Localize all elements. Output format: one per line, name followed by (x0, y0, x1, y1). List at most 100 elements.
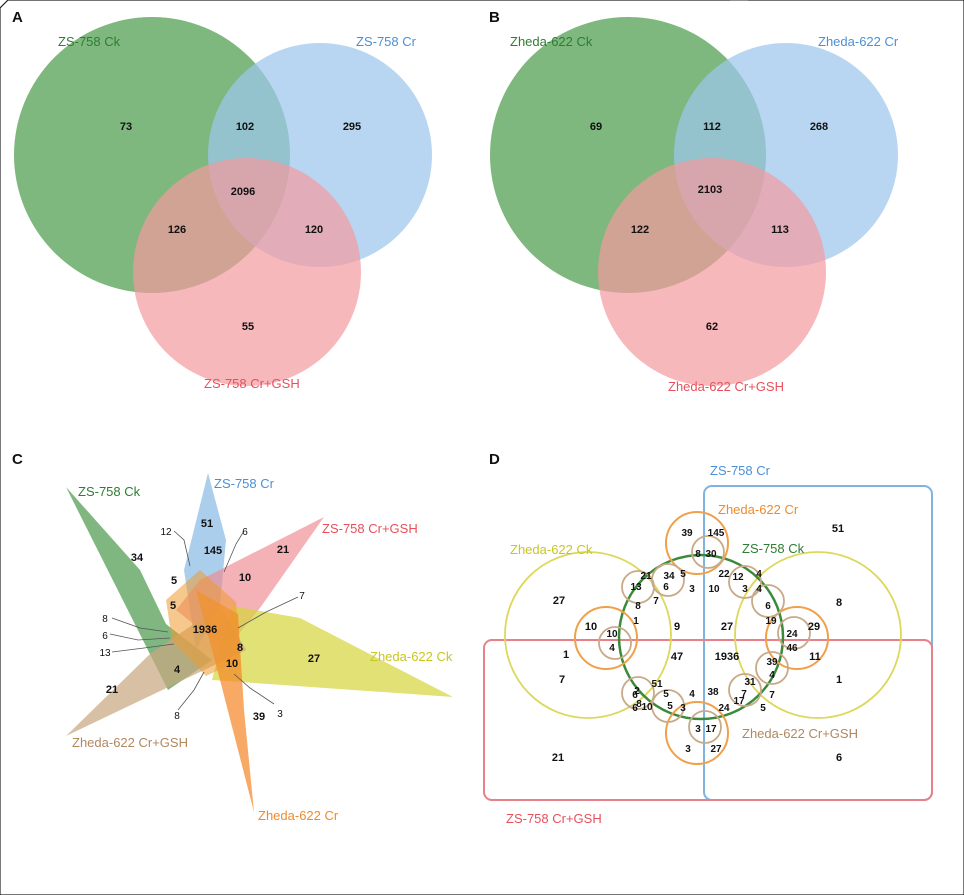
panel-d-orange-circle (665, 701, 729, 765)
panel-b-value-ck-only: 69 (590, 121, 602, 133)
panel-d-number: 46 (786, 643, 798, 654)
panel-d-number: 5 (667, 701, 673, 712)
panel-c-number: 8 (237, 642, 243, 654)
panel-b-value-ck-gsh: 122 (631, 224, 649, 236)
panel-c-number: 39 (253, 711, 265, 723)
panel-b-label-gsh: Zheda-622 Cr+GSH (668, 379, 784, 394)
panel-d-number: 6 (632, 703, 638, 714)
panel-d-number: 8 (636, 699, 642, 710)
panel-c-number: 8 (174, 711, 180, 722)
panel-a-value-cr-only: 295 (343, 121, 361, 133)
panel-c-label-zheda-ck: Zheda-622 Ck (370, 649, 453, 664)
panel-b-circle-gsh (598, 158, 826, 386)
panel-c-number: 21 (277, 544, 289, 556)
panel-d-label-zs-gsh: ZS-758 Cr+GSH (506, 811, 602, 826)
panel-d-number: 10 (585, 621, 597, 633)
panel-a-value-ck-only: 73 (120, 121, 132, 133)
panel-b-value-cr-gsh: 113 (771, 224, 789, 236)
panel-d-number: 1 (836, 674, 842, 686)
panel-a-label-ck: ZS-758 Ck (58, 34, 121, 49)
panel-d-number: 11 (809, 651, 821, 663)
panel-c-label-zheda-gsh: Zheda-622 Cr+GSH (72, 735, 188, 750)
panel-d-number: 21 (640, 571, 652, 582)
panel-d-number: 9 (674, 621, 680, 633)
panel-d-number: 39 (766, 657, 778, 668)
panel-d-orange-circle (665, 511, 729, 575)
panel-c-leader-lines (109, 530, 299, 711)
panel-c-number: 34 (131, 552, 144, 564)
panel-d-number: 7 (741, 689, 747, 700)
panel-c-number: 27 (308, 653, 320, 665)
panel-a-value-all: 2096 (231, 186, 255, 198)
panel-c-number: 10 (239, 572, 251, 584)
panel-d-label-zheda-gsh: Zheda-622 Cr+GSH (742, 726, 858, 741)
panel-d-number: 7 (653, 596, 659, 607)
panel-d-number: 51 (832, 523, 844, 535)
panel-a-label-gsh: ZS-758 Cr+GSH (204, 376, 300, 391)
panel-d-number: 3 (695, 724, 701, 735)
panel-d-number: 10 (708, 584, 720, 595)
panel-b-letter: B (489, 9, 500, 26)
panel-b-value-gsh-only: 62 (706, 321, 718, 333)
panel-d: D ZS-758 Cr Zheda-622 Cr (483, 451, 933, 826)
panel-d-number: 145 (708, 528, 725, 539)
panel-c: C ZS-758 Ck ZS-758 Cr ZS-758 Cr+GSH Zhed… (12, 451, 453, 823)
panel-d-number: 4 (769, 670, 775, 681)
panel-d-orange-circle (574, 606, 638, 670)
panel-b-value-cr-only: 268 (810, 121, 828, 133)
panel-d-tan-circles (598, 535, 811, 744)
panel-b-value-ck-cr: 112 (703, 121, 721, 133)
panel-c-number: 1936 (193, 624, 217, 636)
panel-d-number: 6 (836, 752, 842, 764)
panel-d-rect-zs-cr (703, 485, 933, 801)
panel-d-number: 19 (765, 616, 777, 627)
panel-c-number: 8 (102, 614, 108, 625)
panel-a-value-ck-gsh: 126 (168, 224, 186, 236)
panel-d-number: 4 (609, 643, 615, 654)
panel-c-label-zheda-cr: Zheda-622 Cr (258, 808, 339, 823)
panel-d-number: 3 (680, 703, 686, 714)
panel-c-petal-zheda-cr (196, 590, 254, 812)
panel-a-circle-gsh (133, 158, 361, 386)
panel-d-number: 5 (760, 703, 766, 714)
panel-d-rect-zs-gsh (483, 639, 933, 801)
panel-c-label-zs-cr: ZS-758 Cr (214, 476, 275, 491)
panel-d-number: 27 (553, 595, 565, 607)
panel-d-number: 27 (721, 621, 733, 633)
panel-d-letter: D (489, 451, 500, 468)
panel-d-number: 7 (559, 674, 565, 686)
panel-c-petal-zheda-ck (212, 606, 453, 697)
panel-d-number: 7 (769, 690, 775, 701)
panel-d-number: 3 (685, 744, 691, 755)
panel-b: B Zheda-622 Ck Zheda-622 Cr Zheda-622 Cr… (489, 9, 899, 394)
panel-d-label-zs-cr: ZS-758 Cr (710, 463, 771, 478)
panel-d-number: 17 (733, 696, 745, 707)
panel-d-label-zs-ck: ZS-758 Ck (742, 541, 805, 556)
frame-corner (0, 0, 9, 9)
panel-d-number: 8 (695, 549, 701, 560)
panel-d-orange-circle (765, 606, 829, 670)
panel-d-number: 47 (671, 651, 683, 663)
panel-d-number: 31 (744, 677, 756, 688)
panel-b-label-cr: Zheda-622 Cr (818, 34, 899, 49)
panel-d-number: 24 (786, 629, 798, 640)
panel-a-label-cr: ZS-758 Cr (356, 34, 417, 49)
panel-c-number: 7 (299, 591, 305, 602)
panel-c-number: 10 (226, 658, 238, 670)
panel-d-number: 30 (705, 549, 717, 560)
panel-c-letter: C (12, 451, 23, 468)
panel-d-number: 6 (663, 582, 669, 593)
panel-d-green-circle (617, 553, 785, 721)
panel-d-number: 13 (630, 582, 642, 593)
panel-d-number: 1 (563, 649, 569, 661)
panel-d-number: 6 (632, 690, 638, 701)
panel-d-number: 27 (710, 744, 722, 755)
panel-c-number: 13 (99, 648, 111, 659)
panel-d-number: 38 (707, 687, 719, 698)
panel-d-number: 5 (663, 689, 669, 700)
panel-d-number: 29 (808, 621, 820, 633)
panel-c-number: 4 (174, 664, 181, 676)
panel-c-number: 21 (106, 684, 118, 696)
panel-d-number: 21 (552, 752, 564, 764)
